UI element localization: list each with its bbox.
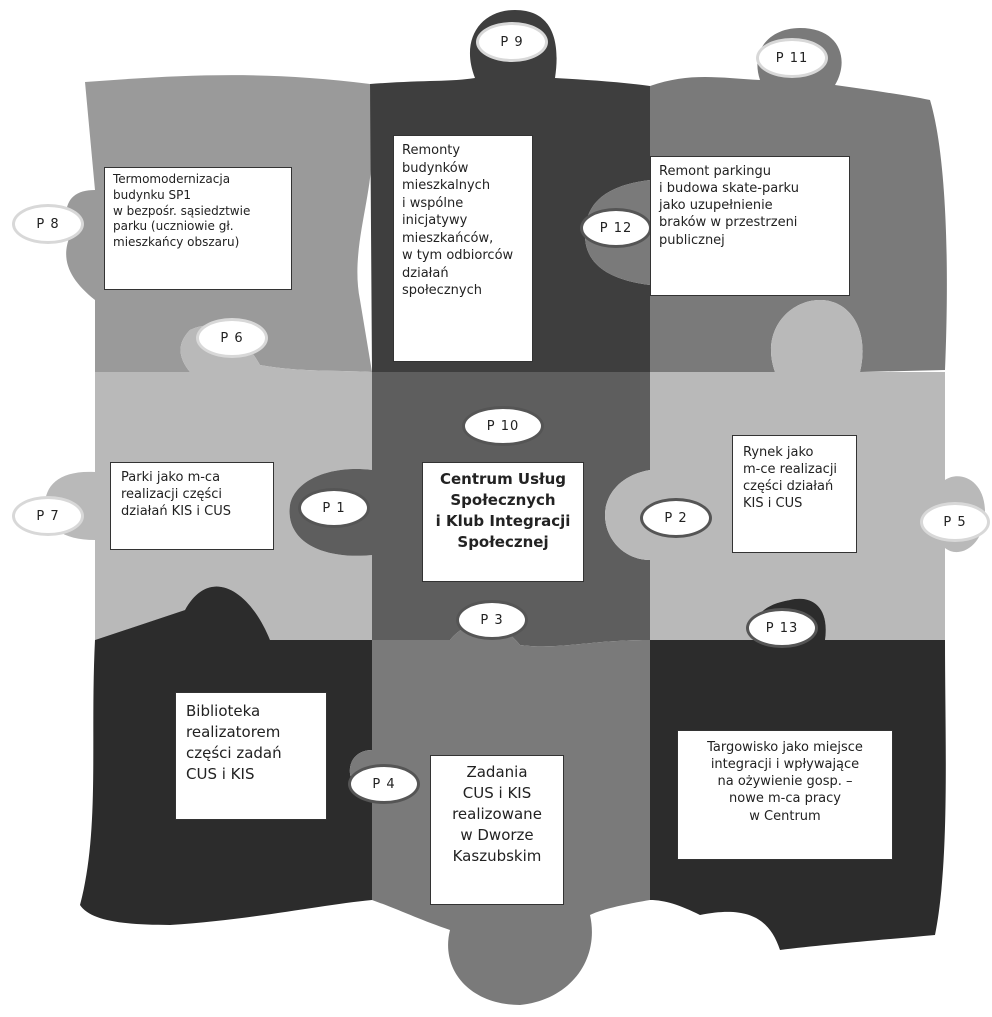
label-p13: P 13 [746, 608, 818, 648]
box-targowisko: Targowisko jako miejsce integracji i wpł… [677, 730, 893, 860]
label-p3: P 3 [456, 600, 528, 640]
label-p1: P 1 [298, 488, 370, 528]
label-p12: P 12 [580, 208, 652, 248]
label-p4: P 4 [348, 764, 420, 804]
label-p11: P 11 [756, 38, 828, 78]
label-p9: P 9 [476, 22, 548, 62]
box-rynek: Rynek jako m-ce realizacji części działa… [732, 435, 857, 553]
box-remont-parkingu: Remont parkingu i budowa skate-parku jak… [650, 156, 850, 296]
label-p6: P 6 [196, 318, 268, 358]
label-p2: P 2 [640, 498, 712, 538]
label-p10: P 10 [462, 406, 544, 446]
label-p7: P 7 [12, 496, 84, 536]
box-biblioteka: Biblioteka realizatorem części zadań CUS… [175, 692, 327, 820]
label-p5: P 5 [920, 502, 990, 542]
box-zadania: Zadania CUS i KIS realizowane w Dworze K… [430, 755, 564, 905]
label-p8: P 8 [12, 204, 84, 244]
box-remonty: Remonty budynków mieszkalnych i wspólne … [393, 135, 533, 362]
box-termomodernizacja: Termomodernizacja budynku SP1 w bezpośr.… [104, 167, 292, 290]
box-centrum: Centrum Usług Społecznych i Klub Integra… [422, 462, 584, 582]
box-parki: Parki jako m-ca realizacji części działa… [110, 462, 274, 550]
